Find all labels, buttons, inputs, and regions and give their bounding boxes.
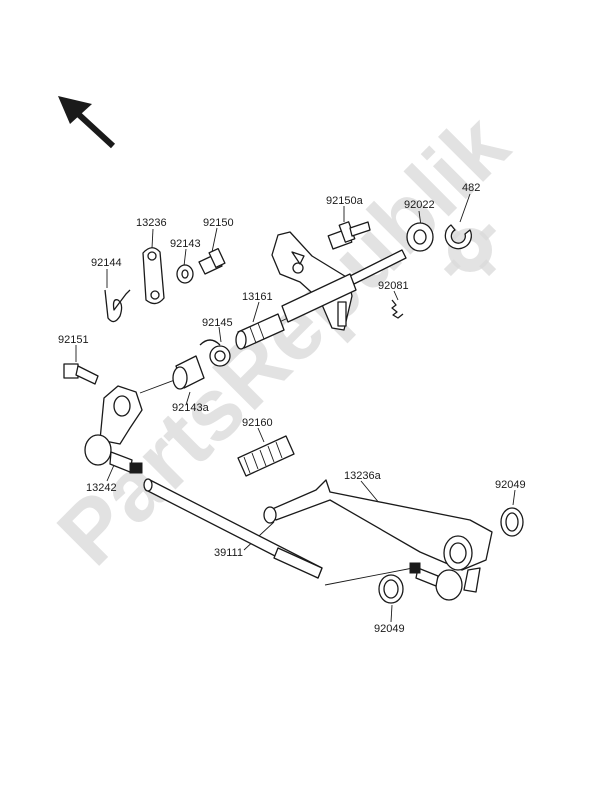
- spring-92145: [199, 339, 231, 367]
- spring-92144: [104, 289, 131, 323]
- arrow-up-left-icon: [58, 96, 116, 149]
- spring-92081: [391, 299, 404, 319]
- label-39111: 39111: [214, 547, 243, 559]
- pedal-13236a: [263, 479, 493, 593]
- shaft-13161: [235, 313, 285, 350]
- label-482: 482: [462, 182, 480, 194]
- label-92143: 92143: [170, 238, 201, 250]
- label-13236: 13236: [136, 217, 167, 229]
- collar-92143: [176, 264, 194, 284]
- label-92049-bottom: 92049: [374, 623, 405, 635]
- bolt-92150: [198, 247, 226, 275]
- shift-arm-13242: [84, 385, 143, 474]
- seal-92049-bottom: [378, 574, 404, 604]
- label-92145: 92145: [202, 317, 233, 329]
- label-92151: 92151: [58, 334, 89, 346]
- label-92022: 92022: [404, 199, 435, 211]
- label-92160: 92160: [242, 417, 273, 429]
- lever-13236: [142, 247, 165, 305]
- collar-92143a: [172, 355, 205, 390]
- pedal-joint: [409, 562, 463, 601]
- circlip-482: [444, 224, 472, 250]
- label-92150a: 92150a: [326, 195, 364, 207]
- bolt-92150a: [327, 221, 371, 250]
- part-labels: 482 92022 92150a 13236 92150 92143 92144…: [58, 182, 526, 635]
- label-92144: 92144: [91, 257, 122, 269]
- label-92150: 92150: [203, 217, 234, 229]
- label-92081: 92081: [378, 280, 409, 292]
- label-13161: 13161: [242, 291, 273, 303]
- shift-shaft-bracket: [271, 231, 407, 331]
- label-13242: 13242: [86, 482, 117, 494]
- label-13236a: 13236a: [344, 470, 382, 482]
- label-92143a: 92143a: [172, 402, 210, 414]
- label-92049-top: 92049: [495, 479, 526, 491]
- washer-92022: [406, 222, 434, 252]
- rubber-92160: [237, 435, 295, 477]
- rod-39111: [143, 478, 323, 579]
- seal-92049-top: [500, 507, 524, 537]
- bolt-92151: [63, 363, 99, 385]
